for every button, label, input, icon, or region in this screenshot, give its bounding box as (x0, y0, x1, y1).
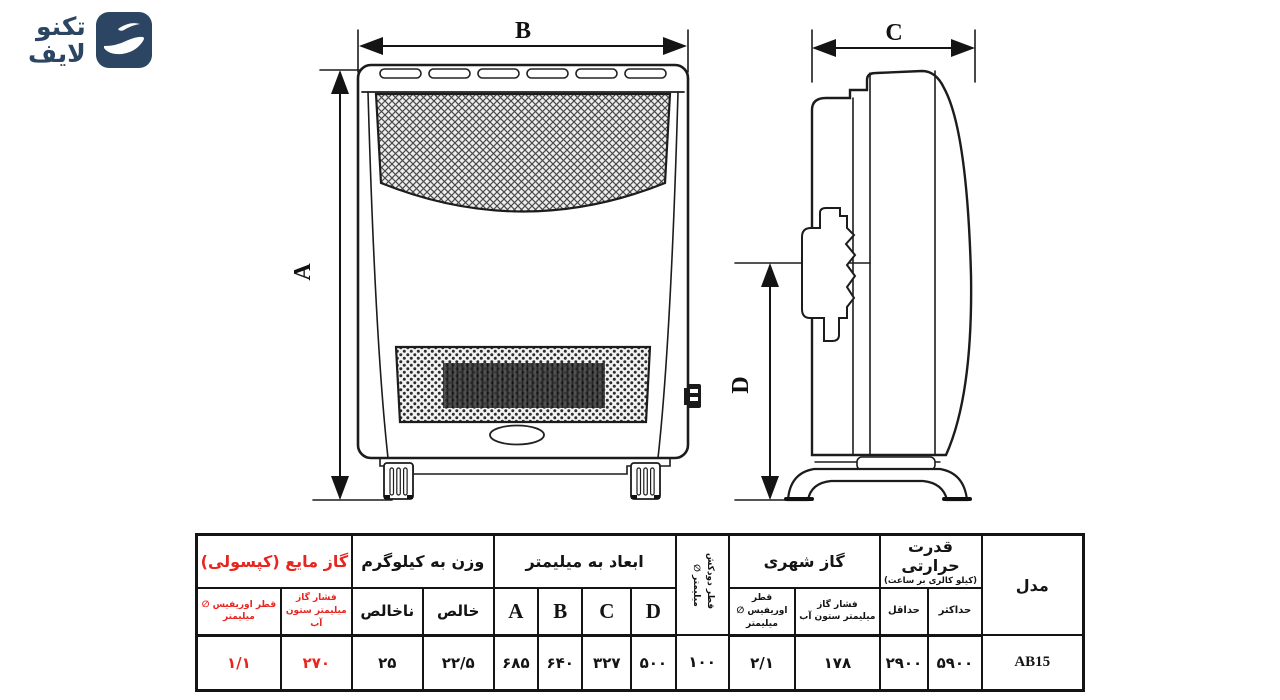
logo-word-line1: تکنو (35, 11, 86, 41)
city-pressure-unit: میلیمتر ستون آب (799, 612, 876, 623)
technolife-swoosh-icon (95, 12, 152, 68)
value-weight-gross: ۲۵ (350, 634, 424, 691)
header-thermal-power: قدرت حرارتی (کیلو کالری بر ساعت) (878, 533, 983, 589)
heater-front-view: B A (290, 18, 701, 501)
value-dim-d: ۵۰۰ (630, 634, 677, 691)
dimension-b: B (357, 18, 689, 73)
value-thermal-max: ۵۹۰۰ (927, 634, 983, 691)
spec-table: مدل قدرت حرارتی (کیلو کالری بر ساعت) گاز… (195, 533, 1085, 692)
value-thermal-min: ۲۹۰۰ (878, 634, 930, 691)
subheader-dim-b: B (537, 587, 584, 637)
gas-control-knob (801, 207, 857, 342)
dim-label-a: A (290, 263, 316, 281)
chimney-line1: قطر دودکش (704, 552, 715, 609)
header-city-gas: گاز شهری (727, 533, 881, 589)
value-city-pressure: ۱۷۸ (794, 634, 881, 691)
city-orifice-unit: میلیمتر (746, 618, 778, 629)
subheader-lpg-orifice: قطر اوریفیس ∅ میلیمتر (195, 587, 282, 637)
header-chimney-diameter: قطر دودکش میلیمتر ∅ (674, 533, 730, 636)
heater-technical-drawing: B A (280, 10, 1010, 525)
subheader-city-pressure: فشار گاز میلیمتر ستون آب (794, 587, 881, 637)
dim-label-d: D (728, 376, 754, 393)
technolife-logo: تکنو لایف (28, 12, 152, 68)
value-lpg-orifice: ۱/۱ (195, 634, 282, 691)
control-handle (489, 424, 545, 446)
subheader-lpg-pressure: فشار گاز میلیمتر ستون آب (279, 587, 353, 637)
dim-label-b: B (515, 18, 531, 44)
value-chimney: ۱۰۰ (674, 634, 730, 691)
city-pressure-label: فشار گاز (817, 599, 858, 610)
value-city-orifice: ۲/۱ (727, 634, 797, 691)
lpg-pressure-label: فشار گاز (296, 593, 337, 604)
subheader-weight-net: خالص (421, 587, 495, 637)
lpg-orifice-label: قطر اوریفیس ∅ (201, 599, 277, 610)
burner-window (443, 363, 605, 408)
dim-label-c: C (885, 20, 902, 46)
upper-mesh-grille (374, 92, 672, 213)
dimension-c: C (811, 20, 976, 83)
side-stand (786, 467, 969, 502)
header-model: مدل (980, 533, 1085, 636)
thermal-header-text: قدرت حرارتی (901, 537, 960, 575)
dimension-d: D (728, 263, 796, 501)
subheader-city-orifice: قطر اوریفیس ∅ میلیمتر (727, 587, 797, 637)
thermal-header-unit: (کیلو کالری بر ساعت) (883, 576, 978, 586)
subheader-thermal-min: حداقل (878, 587, 930, 637)
header-lpg: گاز مایع (کپسولی) (195, 533, 353, 589)
heater-side-view: C D (728, 20, 976, 502)
value-dim-c: ۳۲۷ (581, 634, 633, 691)
value-weight-net: ۲۲/۵ (421, 634, 495, 691)
dimension-a: A (290, 69, 393, 501)
subheader-dim-d: D (630, 587, 677, 637)
side-knob (684, 384, 701, 408)
value-dim-b: ۶۴۰ (537, 634, 584, 691)
value-lpg-pressure: ۲۷۰ (279, 634, 353, 691)
value-dim-a: ۶۸۵ (492, 634, 540, 691)
subheader-dim-a: A (492, 587, 540, 637)
header-weight: وزن به کیلوگرم (350, 533, 495, 589)
side-body-outline (810, 69, 973, 457)
subheader-thermal-max: حداکثر (927, 587, 983, 637)
lpg-pressure-unit: میلیمتر ستون آب (285, 605, 347, 629)
subheader-weight-gross: ناخالص (350, 587, 424, 637)
header-dimensions: ابعاد به میلیمتر (492, 533, 677, 589)
chimney-line2: میلیمتر ∅ (691, 563, 702, 607)
logo-wordmark: تکنو لایف (28, 11, 86, 68)
top-vent-slots (379, 68, 667, 79)
lpg-orifice-unit: میلیمتر (222, 612, 255, 623)
city-orifice-label: قطر اوریفیس ∅ (736, 593, 788, 616)
value-model: AB15 (980, 634, 1085, 691)
subheader-dim-c: C (581, 587, 633, 637)
front-feet (383, 462, 661, 500)
logo-word-line2: لایف (28, 39, 86, 68)
